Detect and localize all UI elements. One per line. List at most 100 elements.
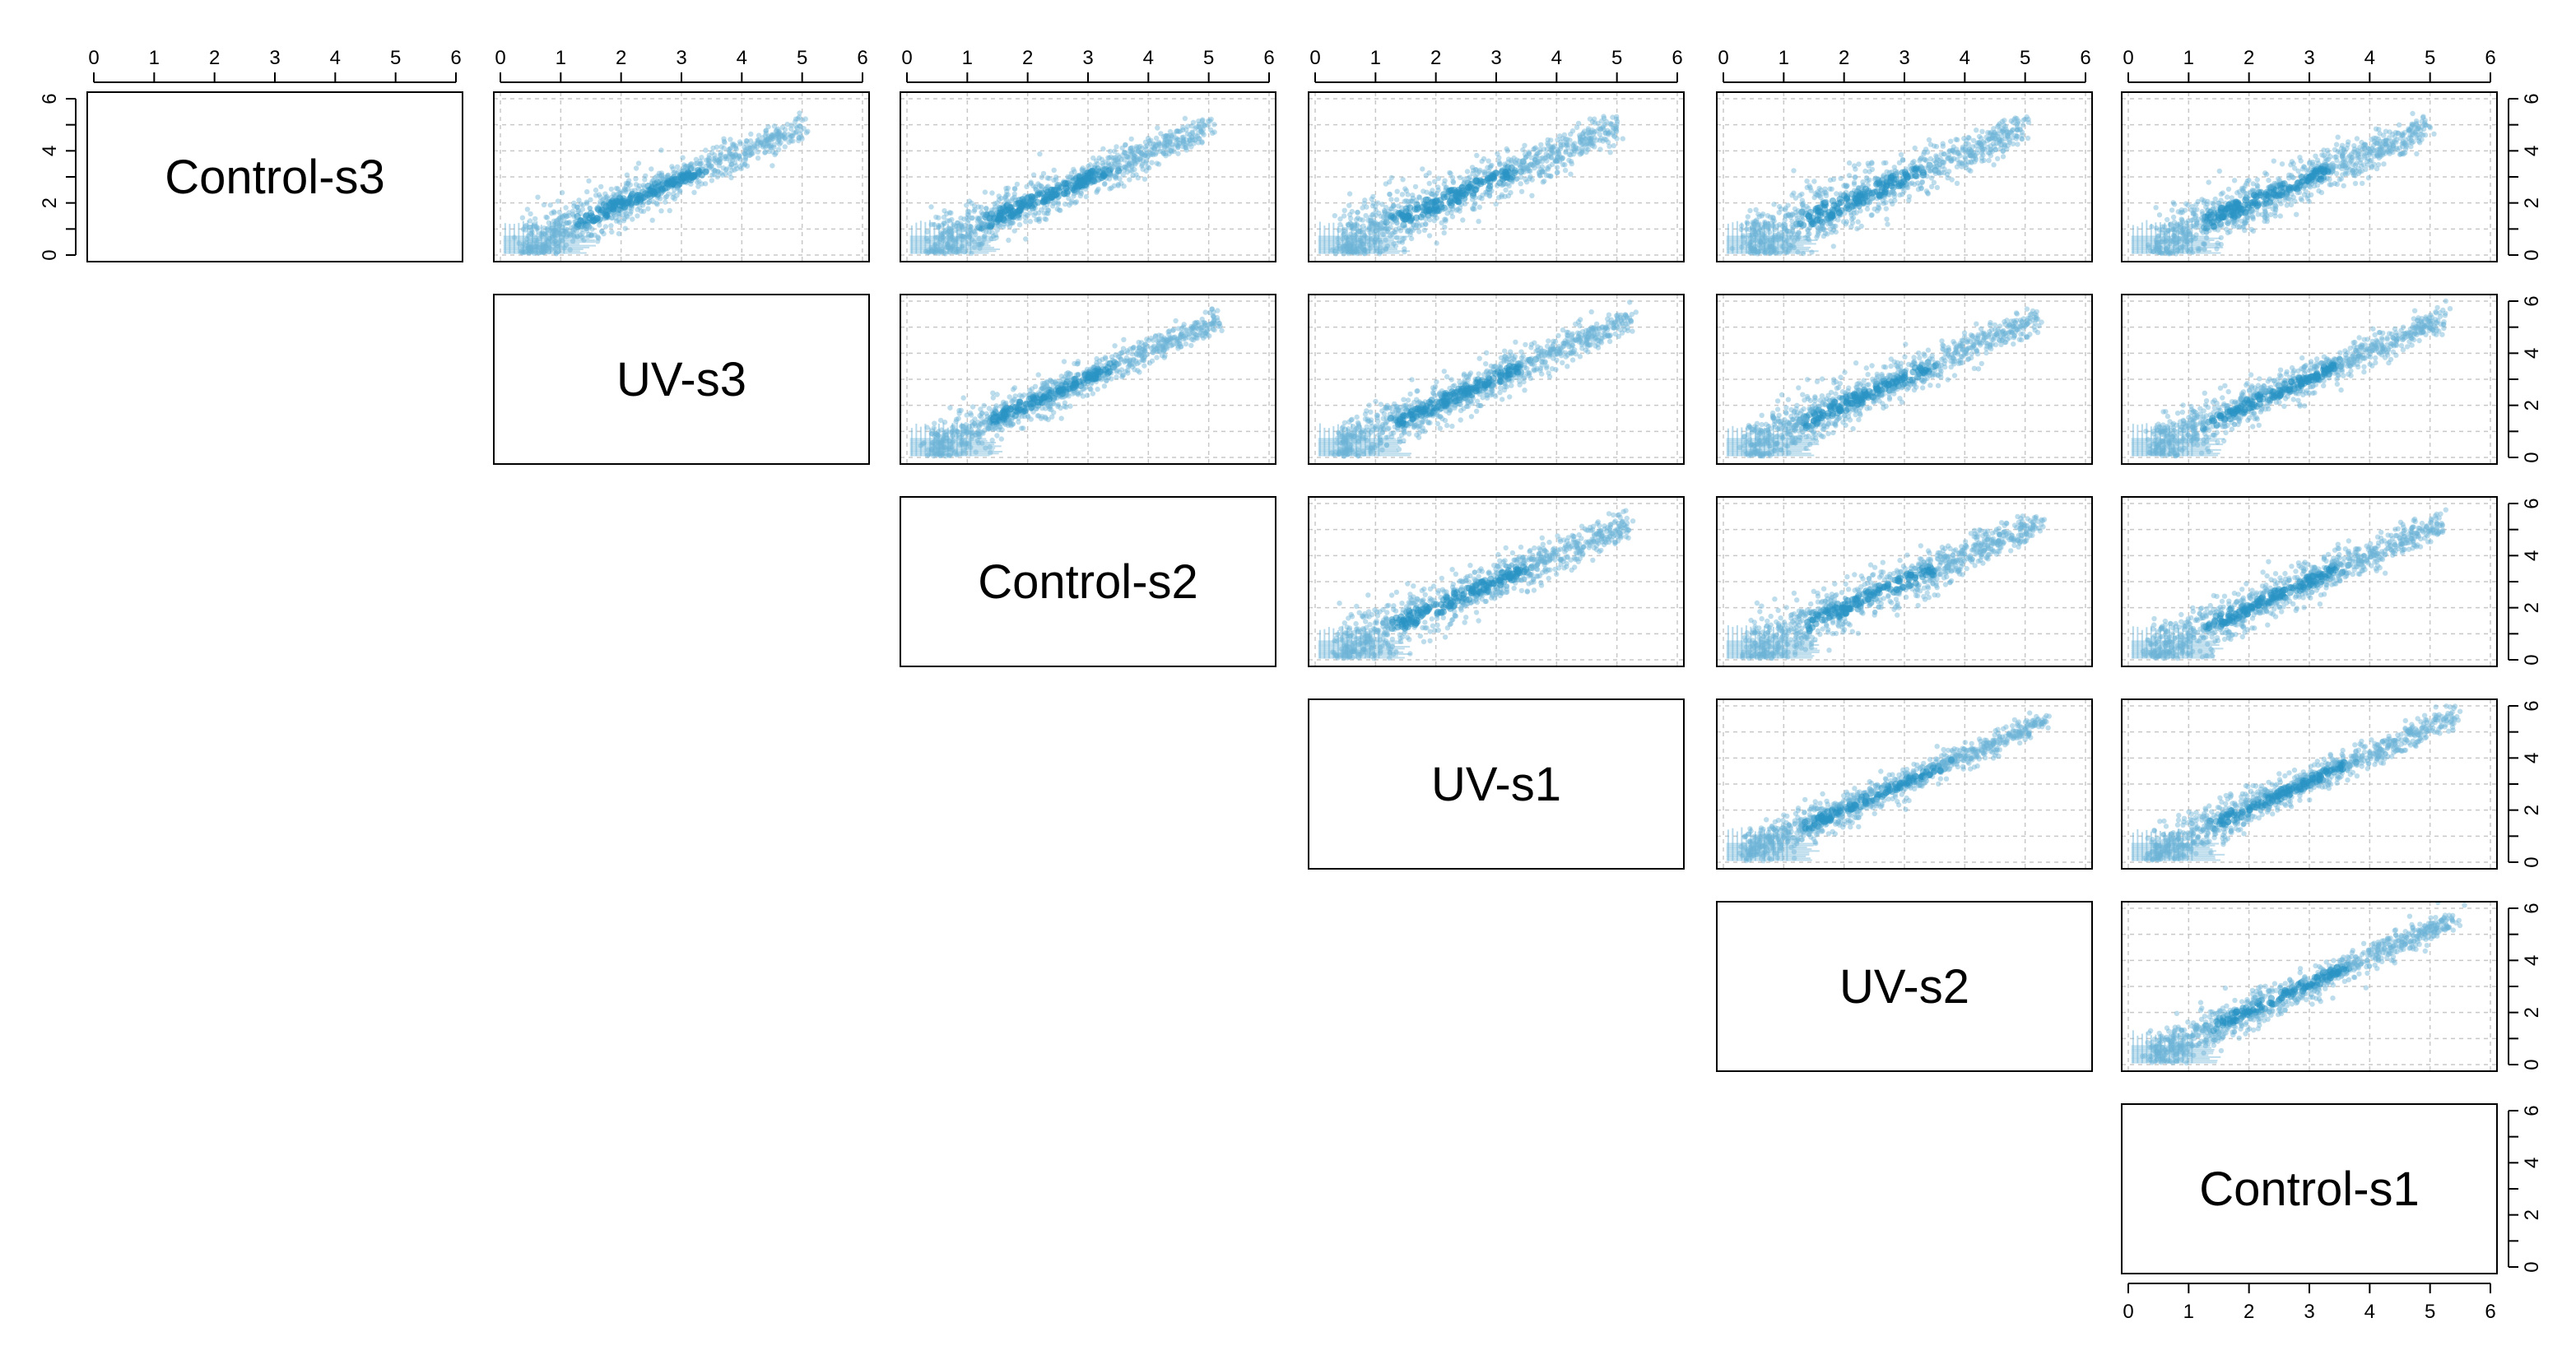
data-point <box>1523 151 1527 156</box>
data-point <box>1211 122 1216 127</box>
data-point <box>967 198 972 203</box>
data-point <box>671 166 676 171</box>
data-point <box>1430 192 1434 197</box>
data-point <box>616 231 621 236</box>
data-point <box>2301 164 2306 169</box>
data-point <box>1867 169 1872 174</box>
data-point <box>972 203 977 208</box>
data-point <box>2011 120 2016 125</box>
data-point <box>1067 182 1074 188</box>
variable-label: UV-s1 <box>1431 758 1561 811</box>
data-point <box>1176 129 1181 134</box>
data-point <box>532 216 537 221</box>
data-point <box>2164 217 2169 222</box>
data-point <box>664 179 671 186</box>
data-point <box>2341 156 2346 161</box>
data-point <box>1072 200 1077 205</box>
data-point <box>2280 161 2285 166</box>
data-point <box>769 135 774 140</box>
data-point <box>705 157 710 162</box>
data-point <box>714 157 719 162</box>
data-point <box>703 147 708 152</box>
data-point <box>1970 144 1975 149</box>
data-point <box>643 174 648 179</box>
data-point <box>1041 194 1048 201</box>
data-point <box>1154 136 1159 141</box>
data-point <box>645 207 650 211</box>
data-point <box>1007 224 1012 229</box>
data-point <box>732 153 737 158</box>
data-point <box>1946 149 1951 154</box>
data-point <box>2218 223 2223 228</box>
data-point <box>1915 180 1920 185</box>
data-point <box>1562 132 1567 137</box>
data-point <box>2226 219 2231 224</box>
data-point <box>672 197 677 202</box>
data-point <box>1175 151 1180 156</box>
data-point <box>1823 199 1828 204</box>
data-point <box>776 147 781 152</box>
data-point <box>928 204 933 209</box>
variable-label: Control-s2 <box>978 555 1198 609</box>
data-point <box>2171 215 2176 220</box>
data-point <box>2217 205 2224 211</box>
data-point <box>1044 217 1049 222</box>
data-point <box>1460 217 1465 222</box>
data-point <box>2378 148 2383 153</box>
data-point <box>974 224 979 229</box>
data-point <box>734 166 739 171</box>
data-point <box>2231 213 2238 220</box>
data-point <box>1555 165 1560 169</box>
data-point <box>2292 165 2297 170</box>
data-point <box>1811 179 1816 183</box>
data-point <box>609 230 614 234</box>
data-point <box>1941 141 1946 146</box>
data-point <box>2369 137 2374 142</box>
data-point <box>1035 217 1040 222</box>
data-point <box>770 163 774 168</box>
data-point <box>1374 213 1379 218</box>
data-point <box>1885 221 1890 226</box>
data-point <box>1799 192 1804 197</box>
data-point <box>2374 127 2378 132</box>
data-point <box>2321 147 2326 152</box>
data-point <box>2206 179 2211 184</box>
data-point <box>1037 151 1042 156</box>
data-point <box>2318 165 2324 172</box>
data-point <box>2325 169 2332 175</box>
data-point <box>535 195 540 200</box>
data-point <box>1449 190 1456 197</box>
data-point <box>1563 168 1568 173</box>
data-point <box>1095 165 1101 172</box>
data-point <box>1926 165 1931 170</box>
data-point <box>1467 174 1472 179</box>
data-point <box>1972 159 1977 164</box>
data-point <box>1383 181 1388 186</box>
data-point <box>709 164 714 169</box>
data-point <box>1400 177 1405 182</box>
data-point <box>764 128 769 132</box>
data-point <box>1923 146 1928 151</box>
data-point <box>1039 184 1044 189</box>
data-point <box>1509 158 1514 163</box>
data-point <box>1458 206 1462 211</box>
data-point <box>1033 187 1038 192</box>
data-point <box>1375 201 1380 206</box>
variable-label: Control-s3 <box>165 151 385 204</box>
data-point <box>1777 210 1782 215</box>
data-point <box>1062 202 1067 207</box>
data-point <box>2020 123 2025 128</box>
data-point <box>1472 201 1477 206</box>
data-point <box>2341 183 2346 188</box>
data-point <box>1940 164 1945 169</box>
data-point <box>1796 208 1801 213</box>
data-point <box>699 155 704 160</box>
data-point <box>2331 163 2336 168</box>
data-point <box>2411 139 2416 144</box>
data-point <box>1867 199 1872 204</box>
data-point <box>1992 130 1997 135</box>
data-point <box>983 189 988 194</box>
data-point <box>584 201 589 206</box>
data-point <box>998 196 1003 201</box>
data-point <box>2219 192 2224 197</box>
